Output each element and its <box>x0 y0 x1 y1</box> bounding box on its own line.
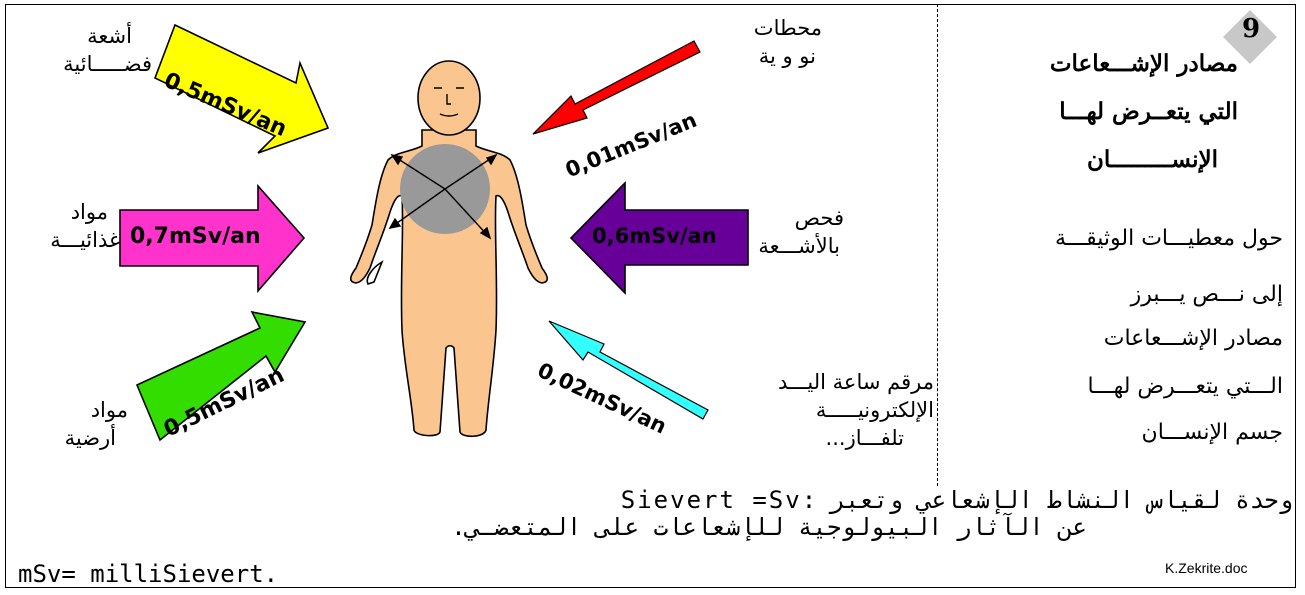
cosmic-label-line-1: أشعة <box>22 22 152 50</box>
instruction-line-1: حول معطيـــات الوثيقـــة <box>1055 226 1283 251</box>
title-line-2: التي يتعــرض لهـــا <box>948 88 1258 136</box>
cosmic-label-line-2: فضـــــائية <box>22 50 152 78</box>
human-body-figure <box>351 61 548 436</box>
xray-label: فحص بالأشـــعة <box>752 204 862 260</box>
instruction-line-4: الـــتي يتعـــرض لهـــا <box>1088 374 1283 399</box>
nuclear-label-line-1: محطات <box>716 14 822 42</box>
food-label: مواد غذائيـــة <box>22 198 120 254</box>
document-credit: K.Zekrite.doc <box>1165 560 1247 576</box>
food-label-line-2: غذائيـــة <box>22 226 120 254</box>
devices-label: مرقم ساعة اليـــد الإلكترونيـــــة تلفــ… <box>712 368 934 452</box>
terrestrial-label-line-2: أرضية <box>30 424 140 452</box>
devices-label-line-1: مرقم ساعة اليـــد <box>712 368 934 396</box>
cosmic-label: أشعة فضـــــائية <box>22 22 152 78</box>
xray-label-line-2: بالأشـــعة <box>752 232 862 260</box>
nuclear-label-line-2: نو و ية <box>716 42 822 70</box>
terrestrial-label-line-1: مواد <box>30 396 140 424</box>
page-title: مصادر الإشـــعاعات التي يتعــرض لهـــا ا… <box>948 40 1258 184</box>
title-line-3: الإنســـــــــان <box>948 136 1258 184</box>
terrestrial-label: مواد أرضية <box>30 396 140 452</box>
devices-label-line-3: تلفـــاز... <box>712 424 934 452</box>
devices-label-line-2: الإلكترونيـــــة <box>712 396 934 424</box>
xray-label-line-1: فحص <box>752 204 862 232</box>
food-label-line-1: مواد <box>22 198 120 226</box>
nuclear-label: محطات نو و ية <box>716 14 822 70</box>
food-dose-value: 0,7mSv/an <box>130 224 261 249</box>
title-line-1: مصادر الإشـــعاعات <box>948 40 1258 88</box>
instruction-line-5: جسم الإنســـان <box>1142 420 1283 445</box>
instruction-line-3: مصادر الإشـــعاعات <box>1104 326 1283 351</box>
sievert-definition-line-1: وحدة لقياس النشاط الإشعاعي وتعبر :Siever… <box>621 486 1293 514</box>
millisievert-definition: mSv= milliSievert. <box>18 560 278 588</box>
xray-dose-value: 0,6mSv/an <box>592 224 717 248</box>
sievert-definition-line-2: عن الآثار البيولوجية للإشعاعات على المتع… <box>451 513 1087 541</box>
instruction-line-2: إلى نـــص يـــبرز <box>1131 282 1283 307</box>
